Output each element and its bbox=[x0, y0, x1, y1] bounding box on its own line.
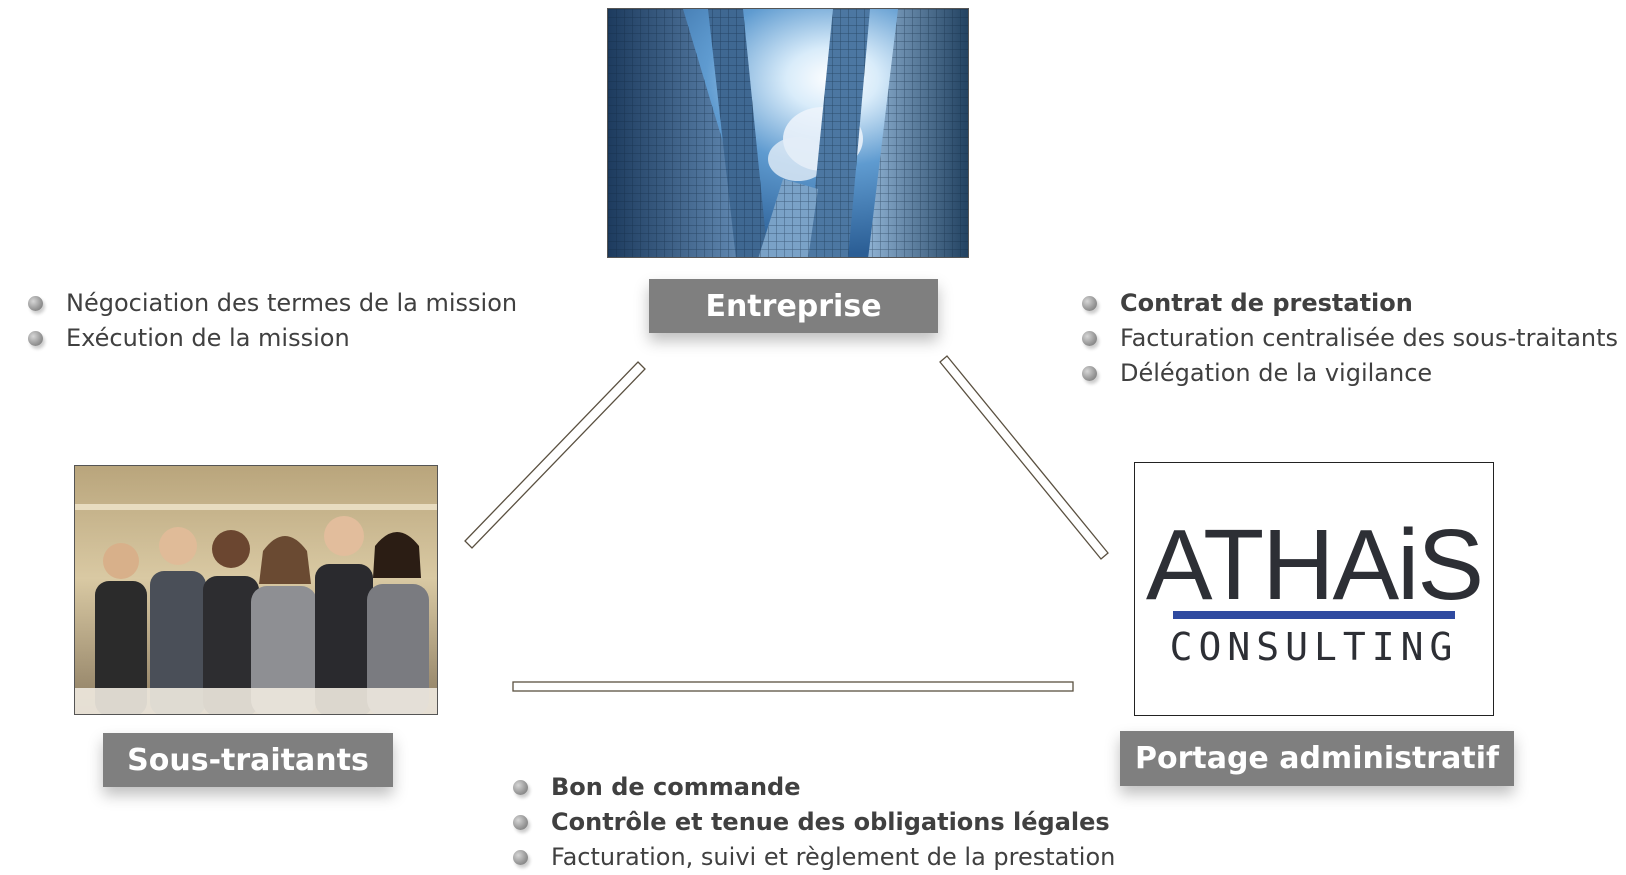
bullet-icon bbox=[513, 780, 528, 795]
logo-name: ATHAiS bbox=[1145, 509, 1484, 621]
logo-subtitle: CONSULTING bbox=[1169, 625, 1459, 669]
connector-right bbox=[939, 355, 1109, 560]
bullet-icon bbox=[513, 850, 528, 865]
node-entreprise-label: Entreprise bbox=[649, 279, 938, 333]
node-sous-traitants-label: Sous-traitants bbox=[103, 733, 393, 787]
bullet-icon bbox=[513, 815, 528, 830]
connector-bottom bbox=[512, 681, 1074, 692]
node-portage-label: Portage administratif bbox=[1120, 731, 1514, 786]
list-item: Contrôle et tenue des obligations légale… bbox=[511, 805, 1115, 840]
list-left: Négociation des termes de la mission Exé… bbox=[26, 286, 517, 356]
connector-left bbox=[464, 361, 646, 549]
list-item: Exécution de la mission bbox=[26, 321, 517, 356]
list-item: Bon de commande bbox=[511, 770, 1115, 805]
list-item: Facturation centralisée des sous-traitan… bbox=[1080, 321, 1618, 356]
bullet-icon bbox=[1082, 331, 1097, 346]
logo-bar bbox=[1173, 611, 1455, 619]
list-right: Contrat de prestation Facturation centra… bbox=[1080, 286, 1618, 391]
list-item: Facturation, suivi et règlement de la pr… bbox=[511, 840, 1115, 875]
bullet-icon bbox=[28, 296, 43, 311]
bullet-icon bbox=[28, 331, 43, 346]
bullet-icon bbox=[1082, 366, 1097, 381]
list-item: Délégation de la vigilance bbox=[1080, 356, 1618, 391]
list-item: Contrat de prestation bbox=[1080, 286, 1618, 321]
athais-logo: ATHAiS CONSULTING bbox=[1134, 462, 1494, 716]
list-item: Négociation des termes de la mission bbox=[26, 286, 517, 321]
list-bottom: Bon de commande Contrôle et tenue des ob… bbox=[511, 770, 1115, 875]
bullet-icon bbox=[1082, 296, 1097, 311]
team-photo bbox=[74, 465, 438, 715]
building-photo bbox=[607, 8, 969, 258]
